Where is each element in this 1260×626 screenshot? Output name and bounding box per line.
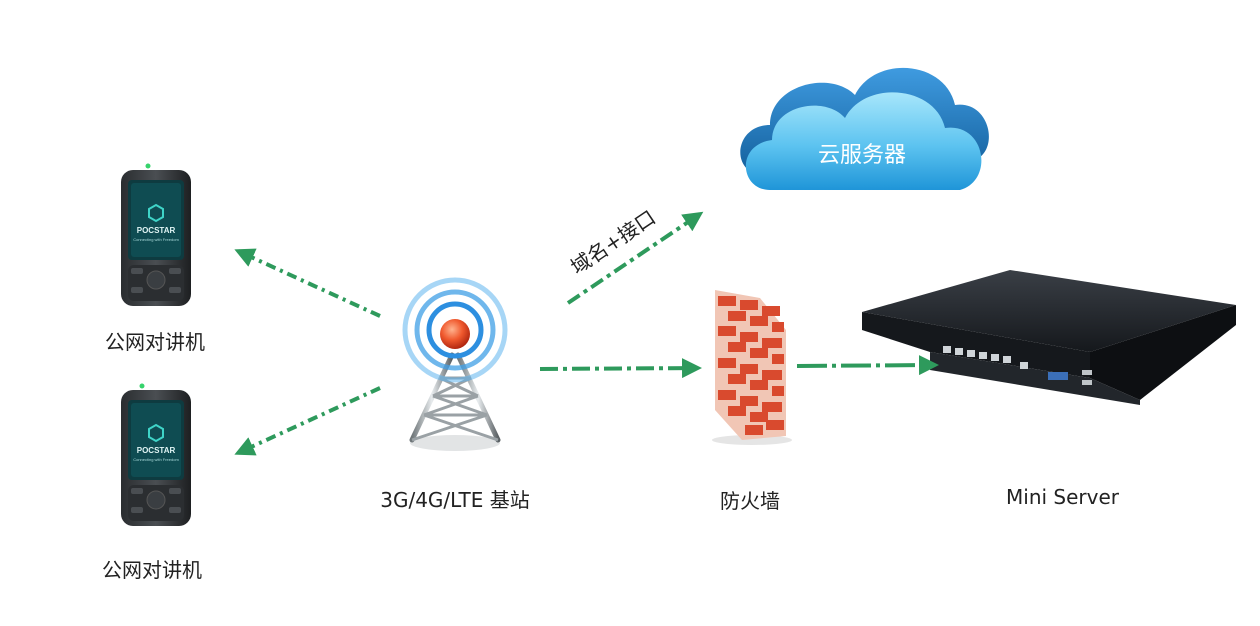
base-station-label: 3G/4G/LTE 基站	[380, 488, 530, 512]
firewall-icon	[712, 290, 792, 445]
phone-top-icon: POCSTAR Connecting with Freedom	[121, 163, 191, 306]
phone-brand-text: POCSTAR	[137, 446, 176, 455]
base-station-icon	[402, 277, 508, 451]
arrow-firewall-to-server	[796, 355, 939, 376]
connection-label-domain: 域名+接口	[566, 205, 660, 279]
arrow-station-to-phone-top	[234, 248, 381, 318]
arrow-station-to-firewall	[539, 358, 702, 379]
mini-server-icon	[862, 270, 1236, 405]
firewall-label: 防火墙	[720, 489, 780, 513]
phone-brand-text: POCSTAR	[137, 226, 176, 235]
arrow-station-to-phone-bottom	[234, 386, 381, 456]
arrow-station-to-cloud	[566, 211, 704, 305]
cloud-server-icon: 云服务器	[740, 67, 989, 190]
phone-bottom-icon: POCSTAR Connecting with Freedom	[121, 383, 191, 526]
server-label: Mini Server	[1006, 485, 1119, 509]
cloud-label: 云服务器	[818, 143, 906, 168]
phone-top-label: 公网对讲机	[105, 330, 205, 354]
phone-tagline-text: Connecting with Freedom	[133, 237, 179, 242]
phone-tagline-text: Connecting with Freedom	[133, 457, 179, 462]
phone-bottom-label: 公网对讲机	[102, 558, 202, 582]
